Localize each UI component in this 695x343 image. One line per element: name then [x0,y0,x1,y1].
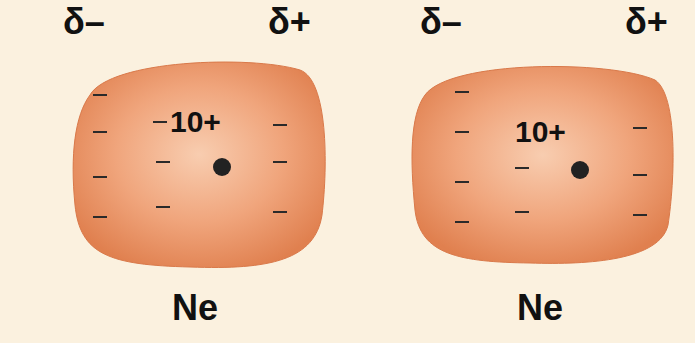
electron-charge-sign [93,176,107,178]
atom-name: Ne [172,290,218,326]
electron-charge-sign [93,131,107,133]
atom-name: Ne [517,290,563,326]
electron-charge-sign [273,161,287,163]
electron-charge-sign [455,131,469,133]
atom-cloud: 10+Ne [70,55,325,270]
electron-cloud [410,60,675,265]
atom-cloud: 10+Ne [410,60,675,265]
nucleus-charge: 10+ [515,117,566,147]
partial-charge: δ+ [268,4,311,40]
electron-charge-sign [273,124,287,126]
electron-charge-sign [93,94,107,96]
electron-charge-sign [93,216,107,218]
electron-charge-sign [633,214,647,216]
nucleus-dot [213,158,231,176]
nucleus-charge: 10+ [170,107,221,137]
electron-charge-sign [633,174,647,176]
cloud-outline [73,62,325,267]
nucleus-dot [571,161,589,179]
electron-charge-sign [156,206,170,208]
electron-charge-sign [156,161,170,163]
electron-charge-sign [515,211,529,213]
partial-charge: δ– [63,4,105,40]
electron-charge-sign [515,167,529,169]
partial-charge: δ+ [625,4,668,40]
electron-charge-sign [633,127,647,129]
electron-charge-sign [455,91,469,93]
electron-cloud [70,55,325,270]
electron-charge-sign [273,211,287,213]
electron-charge-sign [153,121,167,123]
electron-charge-sign [455,221,469,223]
partial-charge: δ– [420,4,462,40]
electron-charge-sign [455,181,469,183]
cloud-outline [412,66,673,263]
